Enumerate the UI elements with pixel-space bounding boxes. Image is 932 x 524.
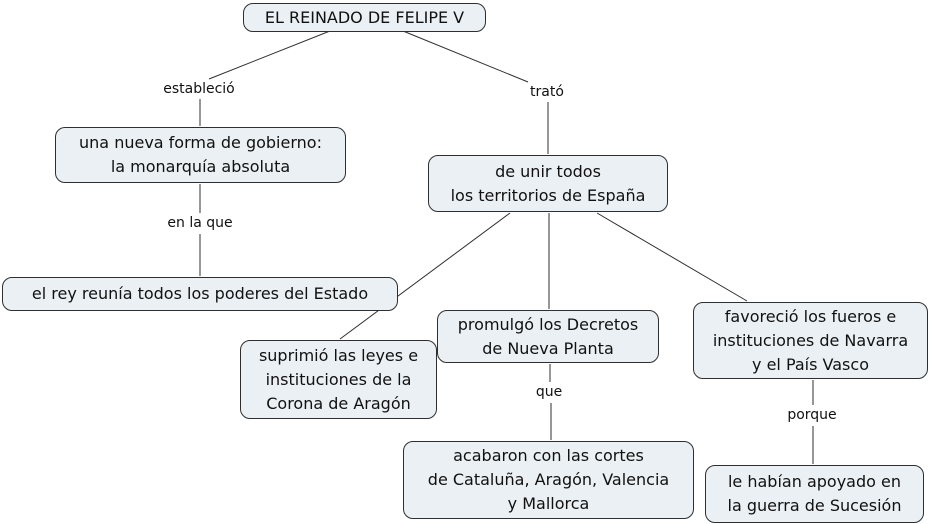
- node-monarquia-absoluta[interactable]: una nueva forma de gobierno: la monarquí…: [55, 127, 346, 183]
- connector-title-trato: [402, 30, 529, 83]
- connector-unir-favorecio: [596, 212, 748, 302]
- node-apoyo-guerra-sucesion[interactable]: le habían apoyado en la guerra de Sucesi…: [705, 465, 924, 523]
- connector-title-establecio: [208, 30, 331, 80]
- node-fueros-navarra-pais-vasco[interactable]: favoreció los fueros e instituciones de …: [693, 302, 928, 379]
- node-acabaron-cortes[interactable]: acabaron con las cortes de Cataluña, Ara…: [403, 441, 694, 519]
- link-label-establecio[interactable]: estableció: [161, 81, 237, 98]
- node-decretos-nueva-planta[interactable]: promulgó los Decretos de Nueva Planta: [437, 310, 659, 363]
- link-label-porque[interactable]: porque: [785, 407, 839, 424]
- node-suprimio-leyes-aragon[interactable]: suprimió las leyes e instituciones de la…: [240, 340, 437, 419]
- node-title-reinado-felipe-v[interactable]: EL REINADO DE FELIPE V: [243, 3, 486, 32]
- node-unir-territorios[interactable]: de unir todos los territorios de España: [428, 155, 668, 212]
- link-label-que[interactable]: que: [533, 384, 565, 401]
- link-label-en-la-que[interactable]: en la que: [165, 215, 235, 232]
- connector-unir-suprimio: [339, 212, 511, 340]
- node-rey-poderes-estado[interactable]: el rey reunía todos los poderes del Esta…: [2, 277, 398, 311]
- link-label-trato[interactable]: trató: [528, 84, 566, 101]
